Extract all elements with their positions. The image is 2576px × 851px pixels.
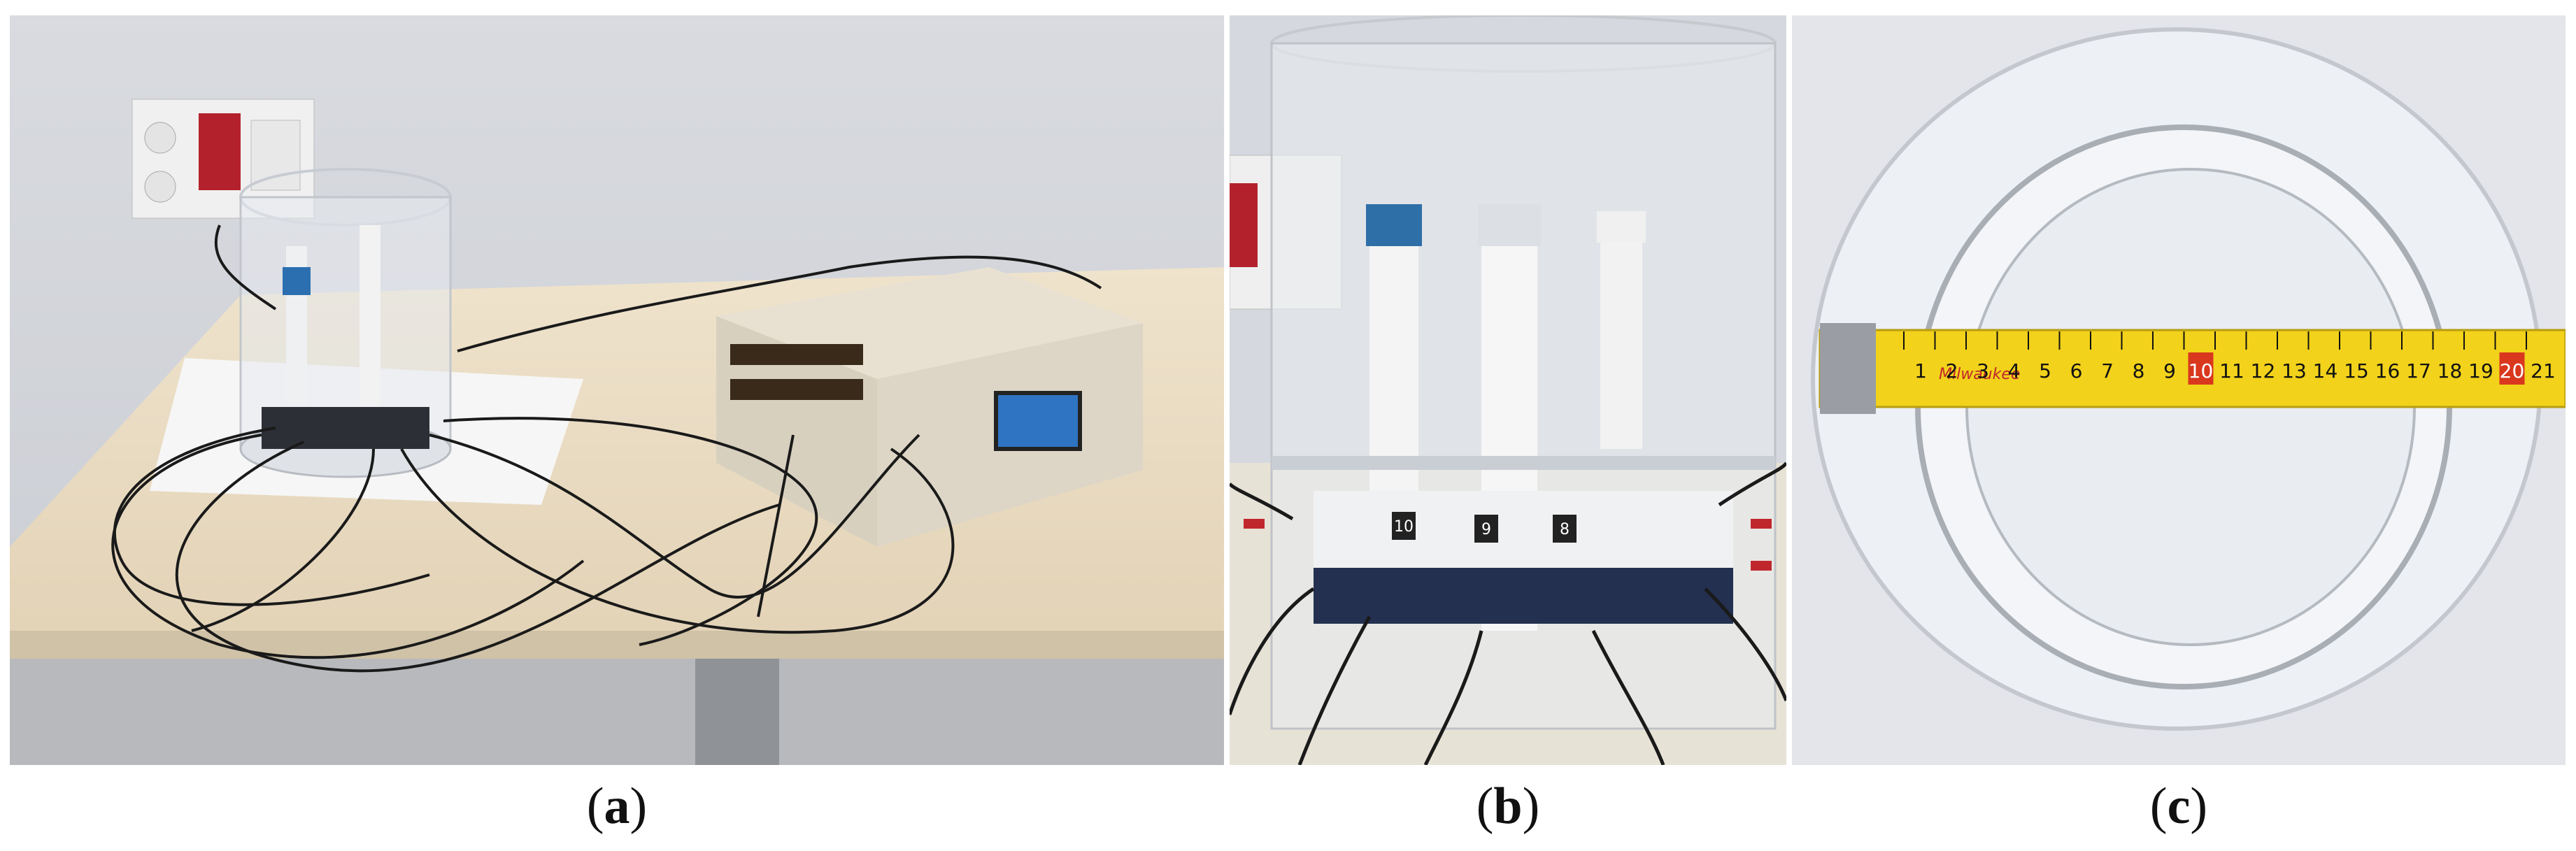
photo-panel-a xyxy=(10,15,1224,765)
tape-number: 9 xyxy=(2163,359,2176,382)
caption-c: (c) xyxy=(2149,778,2208,835)
caption-letter: c xyxy=(2167,778,2191,835)
tape-number: 16 xyxy=(2375,359,2400,382)
tape-number: 2 xyxy=(1946,359,1958,382)
tape-highlight xyxy=(2188,352,2214,385)
tape-number: 12 xyxy=(2251,359,2276,382)
caption-a: (a) xyxy=(586,778,648,835)
tape-number: 6 xyxy=(2070,359,2083,382)
tape-number: 19 xyxy=(2468,359,2493,382)
power-outlet xyxy=(131,99,315,219)
water-tank xyxy=(1270,15,1777,730)
tape-number: 14 xyxy=(2313,359,2338,382)
cables xyxy=(1230,462,1786,765)
tape-number: 18 xyxy=(2438,359,2463,382)
tape-number: 4 xyxy=(2008,359,2021,382)
sensor-label-9: 9 xyxy=(1481,521,1491,538)
photo-panel-b: 10 9 8 xyxy=(1230,15,1786,765)
tape-number: 13 xyxy=(2282,359,2307,382)
sensor-labels: 10 9 8 xyxy=(1392,512,1577,543)
tape-number: 5 xyxy=(2039,359,2051,382)
tape-number: 8 xyxy=(2133,359,2145,382)
water-tank xyxy=(239,168,452,478)
tape-number: 21 xyxy=(2531,359,2556,382)
floor xyxy=(10,645,1224,765)
tape-brand: Milwaukee xyxy=(1939,366,2020,383)
sensor-label-10: 10 xyxy=(1394,518,1414,536)
tape-number: 20 xyxy=(2500,359,2525,382)
tape-number: 1 xyxy=(1914,359,1927,382)
caption-letter: a xyxy=(604,778,630,835)
tape-number: 11 xyxy=(2219,359,2244,382)
photo-b-tank-closeup: 10 9 8 xyxy=(1230,15,1786,765)
cable-connectors xyxy=(1244,519,1772,571)
tape-number: 7 xyxy=(2101,359,2114,382)
tape-number: 10 xyxy=(2189,359,2214,382)
caption-b: (b) xyxy=(1476,778,1540,835)
photo-a-setup-overview xyxy=(10,15,1224,765)
cables xyxy=(111,224,1102,673)
electronics-box xyxy=(716,267,1143,547)
tape-number: 17 xyxy=(2406,359,2431,382)
sensor-label-8: 8 xyxy=(1560,521,1570,538)
caption-letter: b xyxy=(1493,778,1523,835)
tape-number: 15 xyxy=(2344,359,2369,382)
tape-number: 3 xyxy=(1977,359,1989,382)
tape-highlight xyxy=(2499,352,2525,385)
